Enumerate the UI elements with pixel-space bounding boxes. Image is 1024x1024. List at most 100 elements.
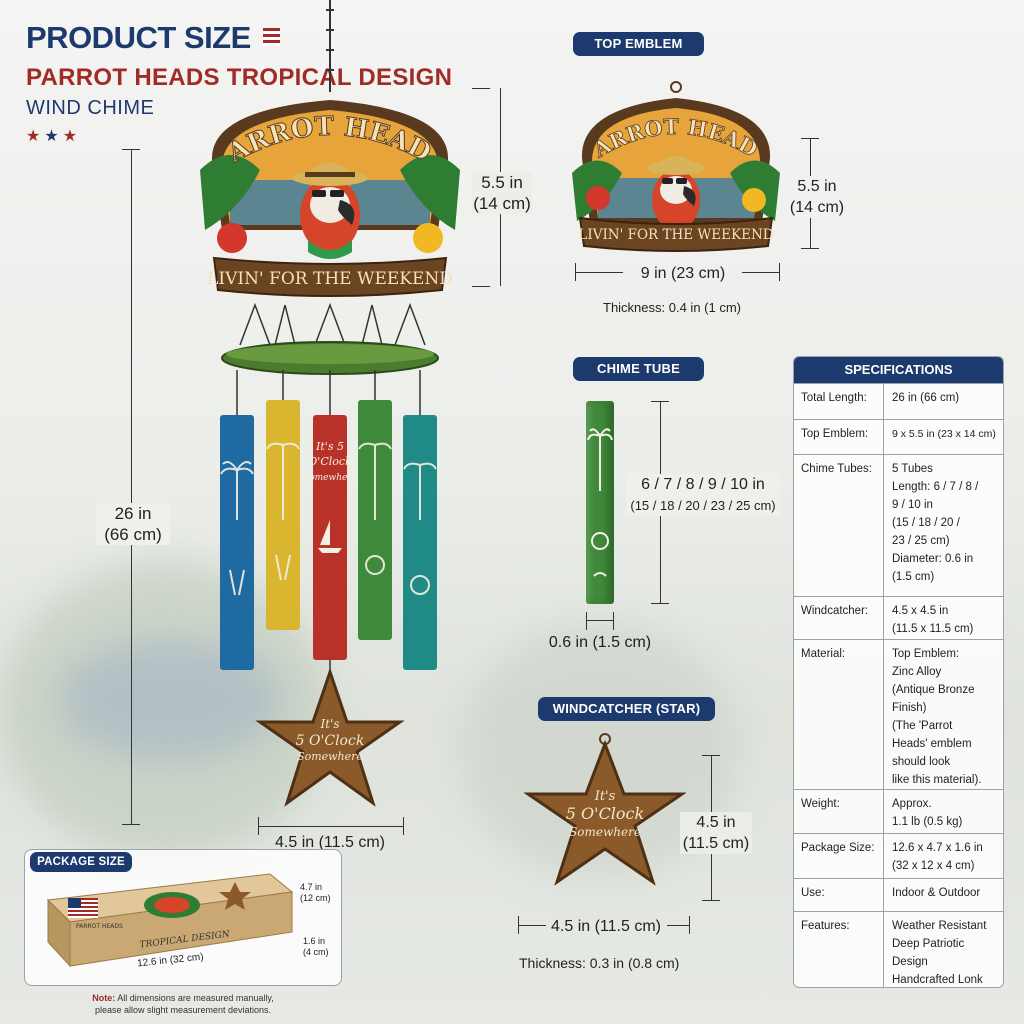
star-text: Somewhere (569, 825, 641, 839)
spec-key: Use: (801, 887, 825, 899)
page-title: PRODUCT SIZE (26, 20, 280, 56)
spec-key: Chime Tubes: (801, 463, 872, 475)
top-emblem-badge: TOP EMBLEM (573, 32, 704, 56)
specifications-title: SPECIFICATIONS (794, 357, 1003, 383)
spec-row: Top Emblem:9 x 5.5 in (23 x 14 cm) (794, 419, 1003, 454)
dimension-line (667, 925, 689, 926)
dimension-tick (403, 817, 404, 835)
dimension-tick (779, 263, 780, 281)
dimension-line (518, 925, 546, 926)
dimension-line-total (131, 149, 132, 824)
package-height-cm: (4 cm) (303, 947, 329, 957)
spec-value: Weather Resistant Deep Patriotic Design … (892, 920, 987, 986)
dimension-line (575, 272, 623, 273)
spec-row: Features:Weather Resistant Deep Patrioti… (794, 911, 1003, 987)
tube-diameter-label: 0.6 in (1.5 cm) (548, 634, 652, 651)
windcatcher-height-in: 4.5 in (696, 814, 736, 831)
top-emblem-width-label: 9 in (23 cm) (640, 265, 726, 282)
measurement-note: Note: All dimensions are measured manual… (0, 992, 366, 1016)
dimension-line (742, 272, 779, 273)
tube-text: O'Clock (308, 455, 352, 468)
star-text: 5 O'Clock (296, 733, 365, 749)
spec-value: Approx. 1.1 lb (0.5 kg) (892, 798, 963, 828)
emblem-height-label: 5.5 in (14 cm) (472, 172, 532, 214)
windcatcher-width-label: 4.5 in (11.5 cm) (551, 918, 661, 935)
top-emblem-height-label: 5.5 in (14 cm) (784, 176, 850, 218)
flag-icon (262, 28, 280, 46)
total-length-label: 26 in (66 cm) (96, 503, 170, 545)
dimension-tick (613, 612, 614, 630)
windcatcher-illustration: It's 5 O'Clock Somewhere (524, 733, 686, 886)
spec-value: Top Emblem: Zinc Alloy (Antique Bronze F… (892, 648, 982, 786)
spec-value: 4.5 x 4.5 in (11.5 x 11.5 cm) (892, 605, 974, 635)
spec-key: Package Size: (801, 842, 875, 854)
tube-text: It's 5 (315, 440, 344, 453)
spec-key: Weight: (801, 798, 840, 810)
star-icon: ★ (62, 128, 82, 145)
box-brand: PARROT HEADS (76, 923, 123, 930)
top-emblem-banner: LIVIN' FOR THE WEEKEND (578, 227, 773, 243)
spec-value: Indoor & Outdoor (892, 887, 981, 899)
note-text: please allow slight measurement deviatio… (94, 1005, 272, 1015)
star-text: It's (319, 717, 339, 731)
windcatcher-badge: WINDCATCHER (STAR) (538, 697, 715, 721)
page-title-text: PRODUCT SIZE (26, 20, 251, 55)
spec-row: Windcatcher:4.5 x 4.5 in (11.5 x 11.5 cm… (794, 596, 1003, 639)
star-text: Somewhere (297, 750, 363, 763)
package-width-label: 4.7 in (12 cm) (300, 882, 331, 904)
note-text: All dimensions are measured manually, (117, 993, 274, 1003)
spec-row: Weight: Approx. 1.1 lb (0.5 kg) (794, 789, 1003, 833)
spec-value: 5 Tubes Length: 6 / 7 / 8 / 9 / 10 in (1… (892, 463, 979, 583)
package-height-label: 1.6 in (4 cm) (303, 936, 329, 958)
top-emblem-height-cm: (14 cm) (789, 199, 845, 216)
tube-palm-decor (220, 442, 437, 596)
tube-decor (587, 428, 613, 577)
package-width-in: 4.7 in (300, 882, 323, 892)
dimension-line-star (258, 826, 403, 827)
product-type: WIND CHIME (26, 97, 155, 119)
tube-length-label: 6 / 7 / 8 / 9 / 10 in (15 / 18 / 20 / 23… (626, 474, 780, 516)
hanging-wires (239, 302, 426, 346)
chime-tube-badge: CHIME TUBE (573, 357, 704, 381)
package-size-badge: PACKAGE SIZE (30, 852, 132, 872)
package-width-cm: (12 cm) (300, 893, 331, 903)
star-icon: ★ (44, 128, 63, 145)
chime-tube-teal (403, 415, 437, 670)
star-icon: ★ (26, 128, 45, 145)
star-text: 5 O'Clock (566, 804, 644, 823)
star-text: It's (594, 789, 616, 804)
spec-value: 9 x 5.5 in (23 x 14 cm) (892, 428, 996, 440)
dimension-line (586, 620, 614, 621)
chime-tube-blue (220, 415, 254, 670)
windcatcher-thickness: Thickness: 0.3 in (0.8 cm) (519, 955, 680, 971)
dimension-tick (801, 248, 819, 249)
note-label: Note: (92, 993, 116, 1003)
spec-row: Package Size: 12.6 x 4.7 x 1.6 in (32 x 1… (794, 833, 1003, 878)
dimension-tick (689, 916, 690, 934)
dimension-tick (586, 612, 587, 630)
spec-key: Total Length: (801, 392, 867, 404)
total-length-in: 26 in (114, 504, 152, 523)
specifications-table: SPECIFICATIONS Total Length: 26 in (66 cm… (793, 356, 1004, 988)
sailboat-icon (318, 520, 342, 553)
spec-key: Material: (801, 648, 846, 660)
stars-decoration: ★★★ (26, 126, 81, 146)
dimension-tick (702, 900, 720, 901)
chime-tube-sample (586, 401, 614, 604)
dimension-tick (472, 286, 490, 287)
product-subtitle: PARROT HEADS TROPICAL DESIGN (26, 64, 453, 91)
package-height-in: 1.6 in (303, 936, 326, 946)
dimension-tick (651, 603, 669, 604)
emblem-height-in: 5.5 in (481, 173, 523, 192)
package-box-illustration: PARROT HEADS TROPICAL DESIGN (46, 873, 294, 968)
spec-value: 26 in (66 cm) (892, 392, 960, 404)
top-emblem-illustration: PARROT HEADS LIVIN' FOR THE WEEKEND (568, 78, 780, 252)
windcatcher-height-label: 4.5 in (11.5 cm) (680, 812, 752, 854)
hanging-chain (326, 0, 334, 92)
tube-hooks (236, 370, 421, 672)
emblem-banner-text: LIVIN' FOR THE WEEKEND (207, 269, 453, 289)
windcatcher-star: It's 5 O'Clock Somewhere (255, 667, 405, 807)
tube-length-cm: (15 / 18 / 20 / 23 / 25 cm) (630, 498, 776, 513)
spec-value: 12.6 x 4.7 x 1.6 in (32 x 12 x 4 cm) (892, 842, 983, 872)
spec-row: Use: Indoor & Outdoor (794, 878, 1003, 911)
